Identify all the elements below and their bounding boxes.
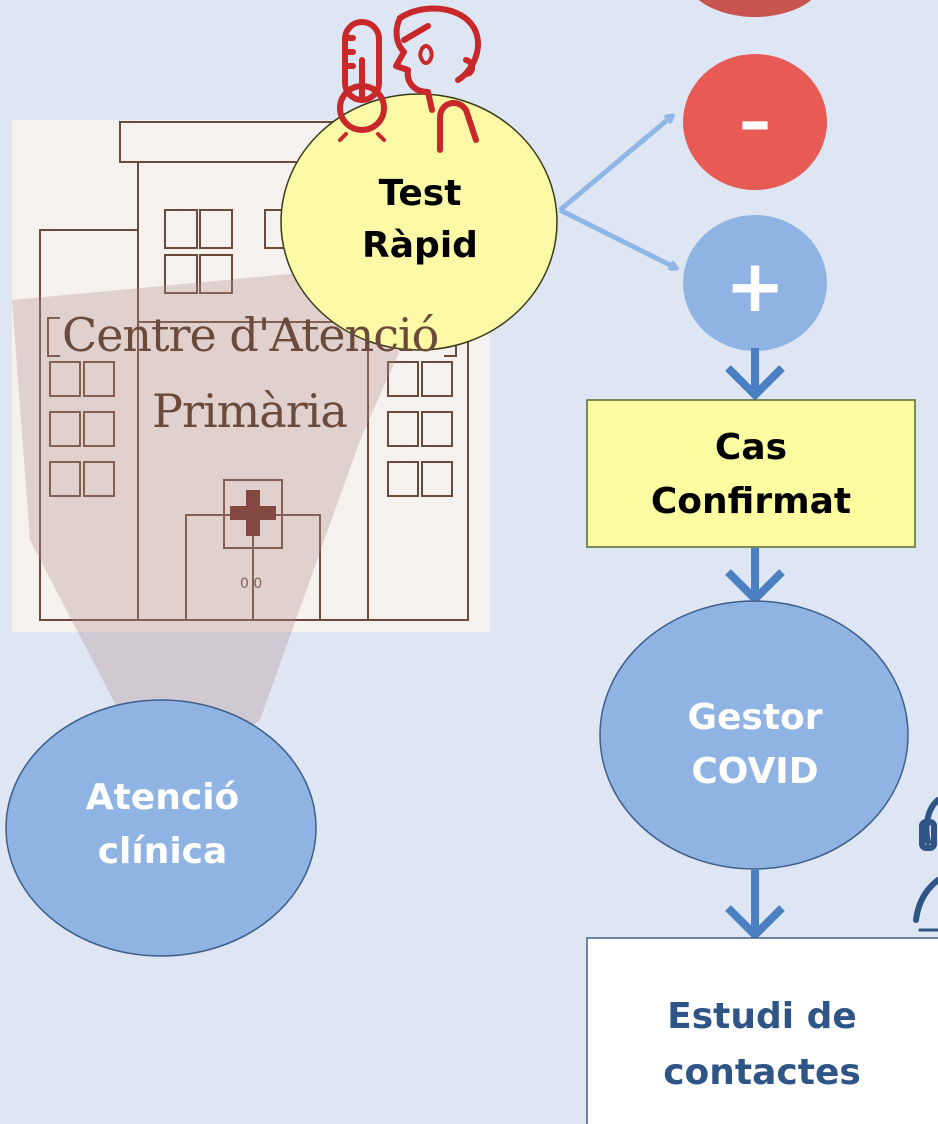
building-sign-line1: Centre d'Atenció xyxy=(62,308,439,362)
cas-confirmat-label: Cas Confirmat xyxy=(650,427,852,522)
thermometer-icon xyxy=(337,19,387,142)
building-sign-line2: Primària xyxy=(152,384,348,438)
spotlight-cone xyxy=(12,260,440,790)
test-rapid-label: Test Ràpid xyxy=(362,172,478,266)
svg-text:0 0: 0 0 xyxy=(240,576,262,592)
atencio-clinica-label: Atenció clínica xyxy=(85,777,240,872)
arrow-down-3 xyxy=(725,870,785,941)
arrow-down-1 xyxy=(725,348,785,401)
positive-symbol: + xyxy=(724,244,786,328)
negative-result-node xyxy=(683,54,827,190)
estudi-contactes-label: Estudi de contactes xyxy=(663,996,861,1093)
sick-person-icon xyxy=(393,5,481,153)
red-cross-icon xyxy=(230,490,276,536)
estudi-contactes-node xyxy=(586,937,938,1124)
atencio-clinica-node xyxy=(5,699,317,957)
health-worker-icon xyxy=(913,797,938,932)
arrow-to-negative xyxy=(558,116,672,212)
negative-symbol: – xyxy=(739,85,771,159)
top-partial-circle xyxy=(698,0,812,17)
arrow-to-positive xyxy=(558,207,676,268)
cas-confirmat-node xyxy=(586,399,916,548)
test-rapid-node xyxy=(280,93,558,351)
arrow-down-2 xyxy=(725,548,785,605)
gestor-covid-label: Gestor COVID xyxy=(687,697,823,792)
positive-result-node xyxy=(683,215,827,351)
gestor-covid-node xyxy=(599,600,909,870)
